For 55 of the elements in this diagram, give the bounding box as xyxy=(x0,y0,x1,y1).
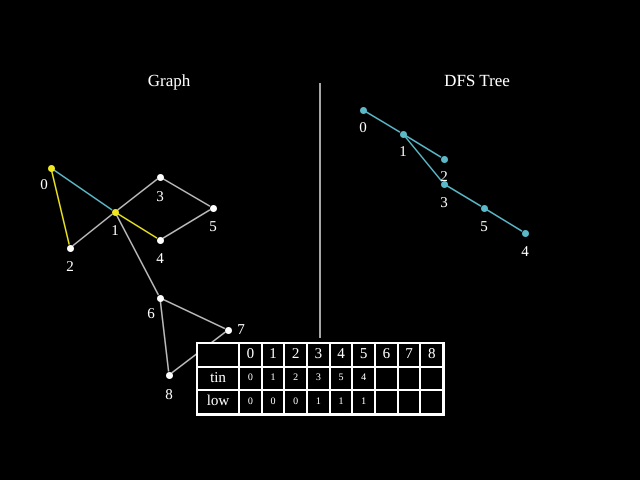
vertex-label: 0 xyxy=(359,121,367,136)
vertex-label: 5 xyxy=(209,220,217,235)
table-cell: 3 xyxy=(307,343,330,366)
table-cell: 3 xyxy=(307,366,330,390)
vertex-label: 1 xyxy=(111,224,119,239)
table-cell: 0 xyxy=(239,390,262,414)
table-cell: 1 xyxy=(262,366,284,390)
graph-edge xyxy=(366,111,400,133)
table-cell: 0 xyxy=(239,343,262,366)
table-cell: 4 xyxy=(330,343,352,366)
graph-edge xyxy=(72,214,113,246)
vertex-label: 4 xyxy=(156,252,164,267)
graph-edge xyxy=(446,185,482,207)
panel-title: Graph xyxy=(148,72,190,89)
table-cell: 1 xyxy=(307,390,330,414)
table-cell: 5 xyxy=(330,366,352,390)
vertex-label: 6 xyxy=(147,307,155,322)
table-cell: low xyxy=(197,390,239,414)
vertex-label: 0 xyxy=(40,178,48,193)
vertex-label: 7 xyxy=(237,323,245,338)
graph-edge xyxy=(160,301,170,372)
vertex-label: 3 xyxy=(440,196,448,211)
graph-edge xyxy=(404,136,442,182)
table-cell: 0 xyxy=(284,390,307,414)
graph-edge xyxy=(53,169,113,211)
table-cell: 0 xyxy=(262,390,284,414)
graph-edge xyxy=(118,213,158,239)
graph-edge xyxy=(162,209,210,239)
graph-edge xyxy=(162,178,210,207)
vertex-label: 1 xyxy=(399,145,407,160)
table-cell: 5 xyxy=(352,343,375,366)
table-cell: 8 xyxy=(420,343,444,366)
graph-edge xyxy=(117,178,158,210)
vertex-label: 2 xyxy=(440,170,448,185)
vertex-label: 4 xyxy=(521,245,529,260)
table-cell: 4 xyxy=(352,366,375,390)
table-cell: 2 xyxy=(284,366,307,390)
vertex-label: 5 xyxy=(480,220,488,235)
table-cell: 1 xyxy=(352,390,375,414)
vertex-label: 3 xyxy=(156,190,164,205)
graph-edge xyxy=(486,209,522,232)
table-cell: 6 xyxy=(375,343,398,366)
table-cell: 1 xyxy=(262,343,284,366)
graph-edge xyxy=(162,298,226,330)
graph-edge xyxy=(116,214,160,296)
table-cell: 0 xyxy=(239,366,262,390)
table-cell: tin xyxy=(197,366,239,390)
table-cell: 2 xyxy=(284,343,307,366)
vertex-label: 8 xyxy=(165,388,173,403)
table-cell: 1 xyxy=(330,390,352,414)
table-cell: 7 xyxy=(398,343,420,366)
vertex-label: 2 xyxy=(66,260,74,275)
panel-title: DFS Tree xyxy=(444,72,510,89)
graph-edge xyxy=(51,171,70,245)
graph-edge xyxy=(406,135,442,158)
